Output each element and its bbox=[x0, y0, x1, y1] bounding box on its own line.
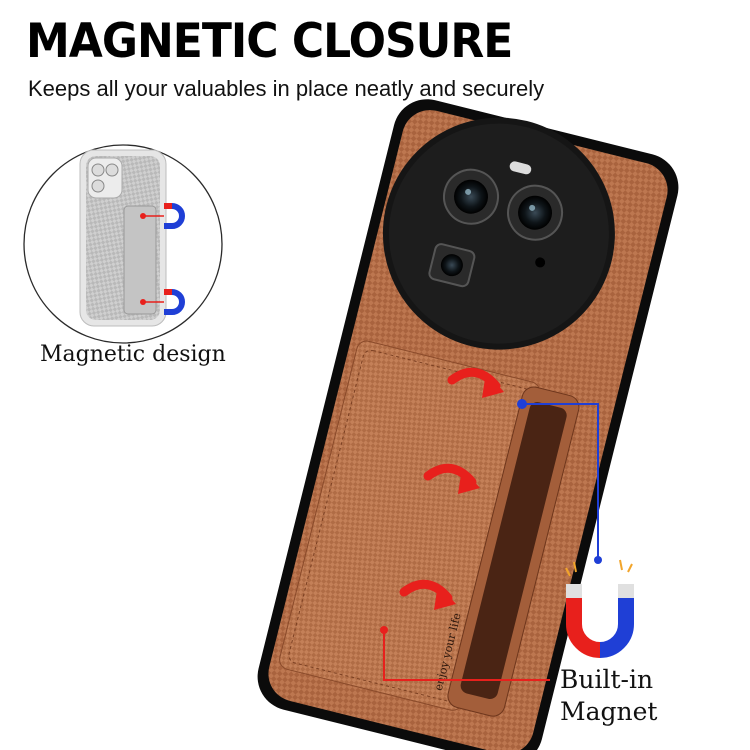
built-in-magnet-connector bbox=[517, 399, 602, 564]
built-in-magnet-caption: Built-in Magnet bbox=[560, 664, 657, 728]
inset-magnet-top bbox=[140, 203, 185, 229]
inset-magnet-bottom bbox=[140, 289, 185, 315]
magnet-icon bbox=[565, 559, 634, 658]
flash-icon bbox=[509, 161, 532, 175]
magnetic-design-caption: Magnetic design bbox=[40, 342, 226, 367]
camera-module bbox=[382, 117, 615, 350]
camera-lens-2 bbox=[507, 184, 564, 241]
magnetic-design-inset bbox=[23, 144, 223, 344]
built-in-line-2: Magnet bbox=[560, 697, 658, 726]
subheadline: Keeps all your valuables in place neatly… bbox=[28, 76, 545, 101]
built-in-line-1: Built-in bbox=[560, 665, 654, 694]
built-in-label-connector bbox=[380, 626, 550, 681]
sensor-dot bbox=[535, 257, 546, 268]
phone-case: enjoy your life bbox=[257, 99, 679, 750]
headline: MAGNETIC CLOSURE bbox=[26, 14, 513, 70]
open-direction-arrows bbox=[399, 367, 504, 610]
camera-lens-1 bbox=[443, 168, 500, 225]
grey-case-thumbnail bbox=[79, 149, 167, 327]
camera-lens-3 bbox=[428, 243, 476, 288]
card-wallet-pocket: enjoy your life bbox=[279, 340, 580, 717]
